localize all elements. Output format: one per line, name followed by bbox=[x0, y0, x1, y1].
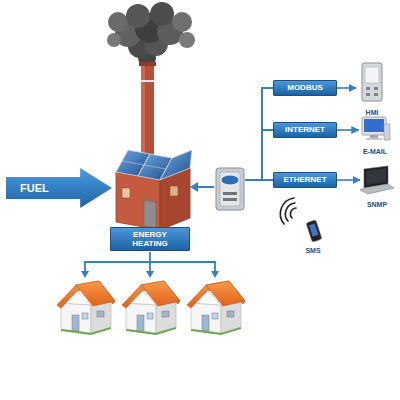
chimney bbox=[139, 62, 156, 162]
wifi-symbol bbox=[280, 198, 296, 224]
control-arrow bbox=[190, 182, 214, 192]
hmi-icon bbox=[362, 63, 382, 101]
device-label: SMS bbox=[302, 220, 324, 255]
laptop-icon bbox=[360, 166, 394, 194]
node-text: ENERGY HEATING bbox=[132, 230, 167, 248]
energy-box: ENERGY HEATING bbox=[110, 227, 190, 251]
fuel-arrow: FUEL bbox=[6, 168, 112, 208]
computer-icon bbox=[362, 117, 390, 140]
node-text: E-MAIL bbox=[363, 148, 387, 156]
distribution-arrowheads bbox=[81, 271, 219, 278]
device-label: E-MAIL bbox=[360, 114, 391, 156]
node-text: INTERNET bbox=[285, 125, 325, 134]
device-label: SNMP bbox=[361, 164, 393, 209]
node-text: MODBUS bbox=[287, 83, 323, 92]
arrow-body bbox=[6, 168, 112, 208]
phone-icon bbox=[306, 220, 322, 242]
node-text: ETHERNET bbox=[283, 175, 326, 184]
smoke-cloud bbox=[107, 2, 195, 67]
protocol-box: ETHERNET bbox=[273, 172, 337, 188]
factory-building bbox=[116, 150, 192, 230]
connector-arrow bbox=[337, 129, 359, 131]
node-text: HMI bbox=[366, 109, 379, 117]
node-text: FUEL bbox=[20, 182, 49, 194]
gateway-device bbox=[216, 168, 244, 210]
bus-lines bbox=[245, 87, 273, 181]
connector-arrow bbox=[337, 179, 360, 181]
node-text: SMS bbox=[305, 247, 320, 255]
protocol-box: INTERNET bbox=[273, 122, 337, 138]
node-text: SNMP bbox=[367, 201, 387, 209]
connector-arrow bbox=[337, 87, 356, 89]
distribution-lines bbox=[84, 252, 216, 272]
protocol-box: MODBUS bbox=[273, 80, 337, 96]
device-label: HMI bbox=[357, 60, 387, 117]
